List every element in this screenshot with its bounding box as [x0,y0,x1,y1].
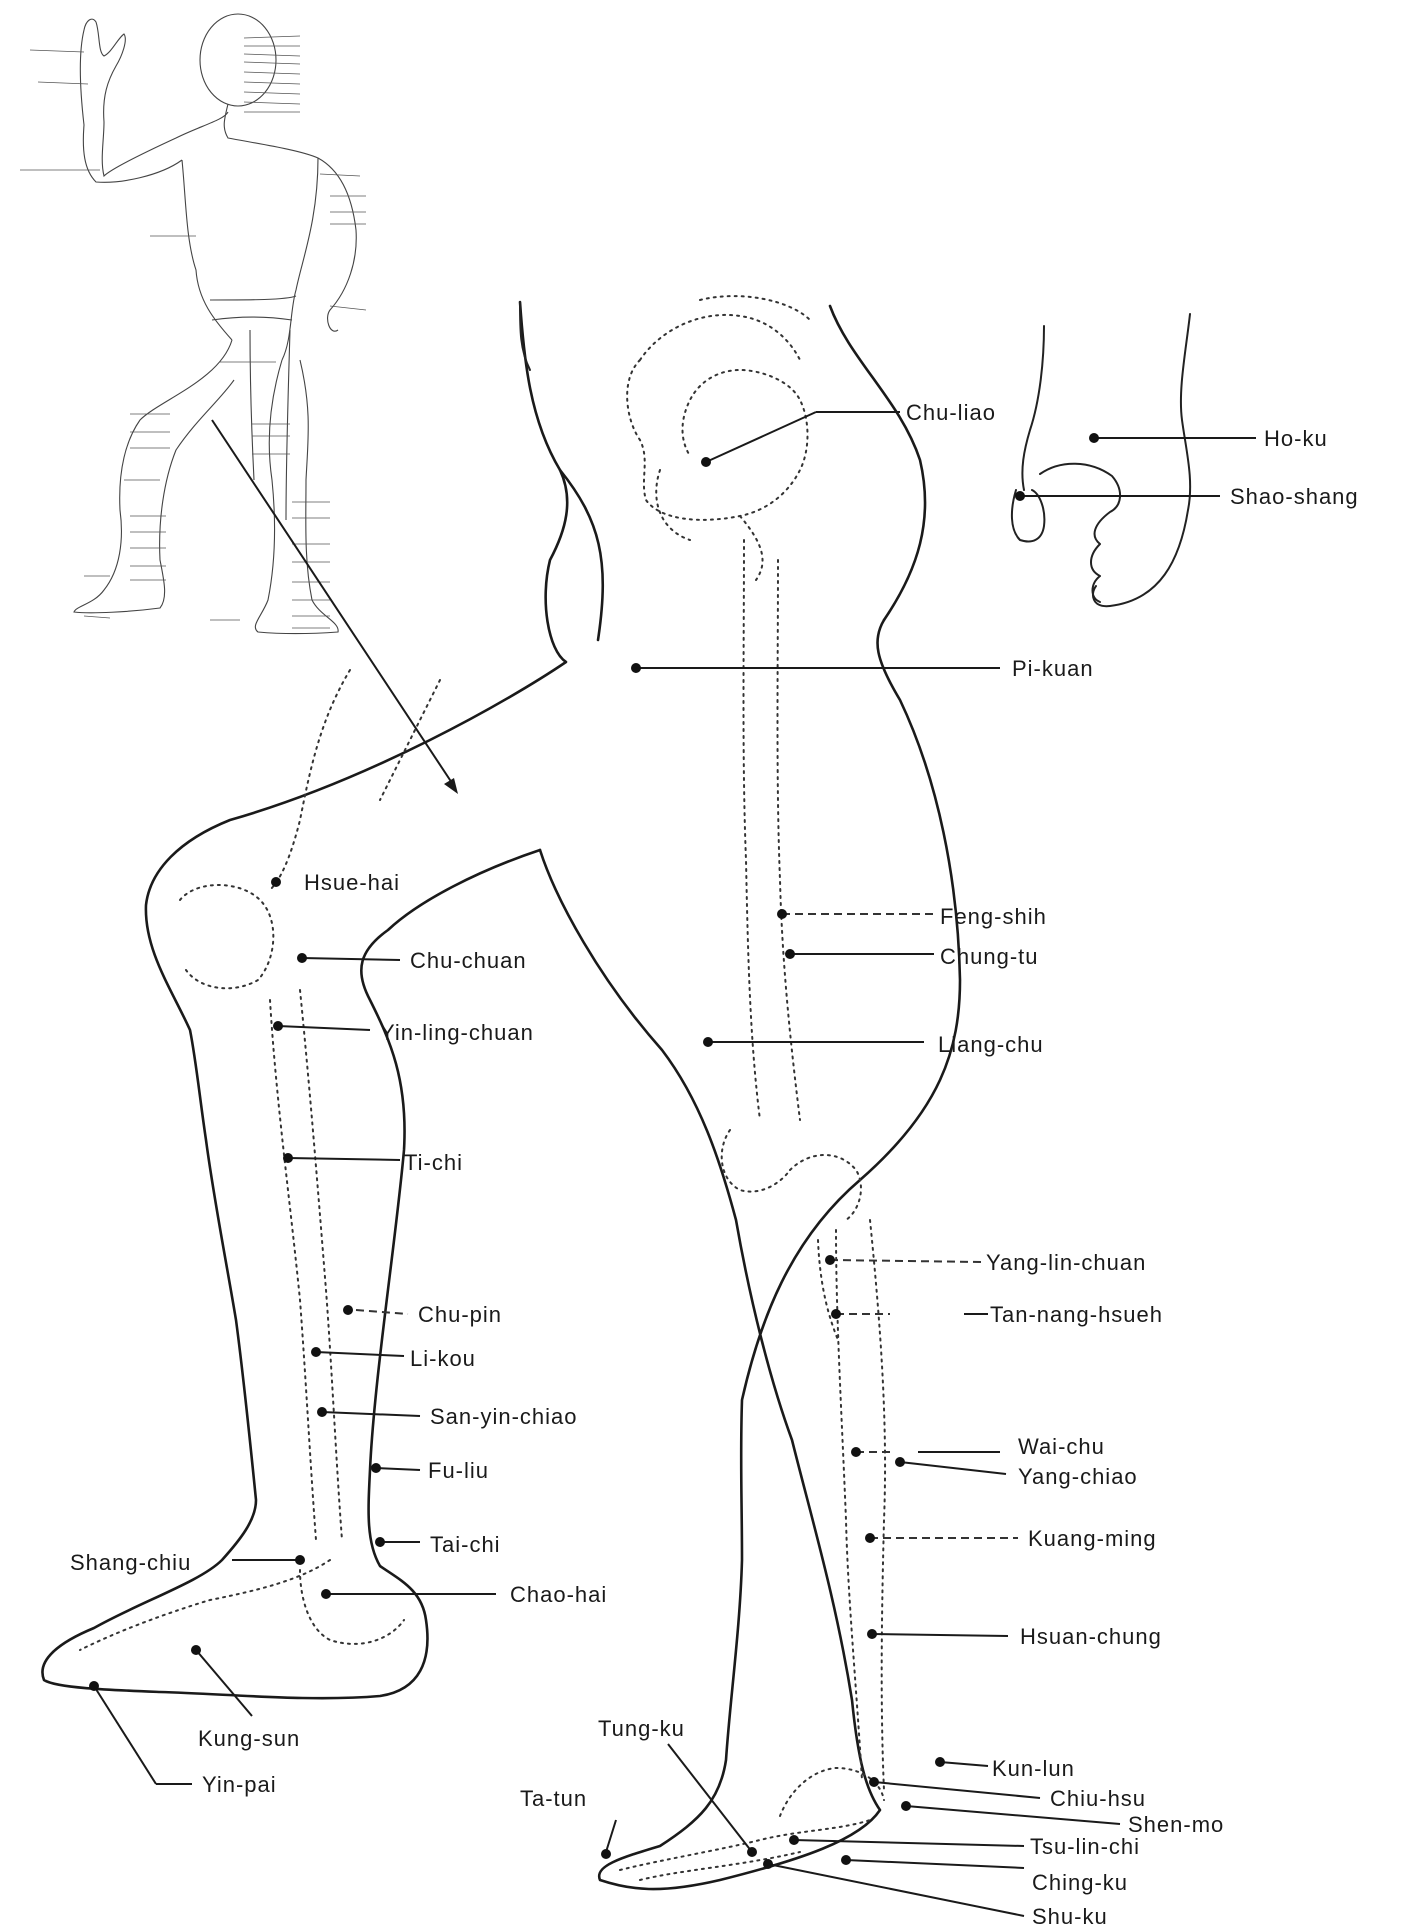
point-yang-chiao: Yang-chiao [895,1457,1138,1489]
point-tai-chi: Tai-chi [375,1532,501,1557]
label-chu-chuan: Chu-chuan [410,948,527,973]
label-chu-liao: Chu-liao [906,400,996,425]
point-ho-ku: Ho-ku [1089,426,1328,451]
point-ta-tun: Ta-tun [520,1786,616,1859]
label-tan-nang-hsueh: Tan-nang-hsueh [990,1302,1163,1327]
point-shang-chiu: Shang-chiu [70,1550,305,1575]
point-ching-ku: Ching-ku [841,1855,1128,1895]
label-shen-mo: Shen-mo [1128,1812,1224,1837]
label-shao-shang: Shao-shang [1230,484,1359,509]
label-tung-ku: Tung-ku [598,1716,685,1741]
label-ti-chi: Ti-chi [404,1150,463,1175]
label-ta-tun: Ta-tun [520,1786,587,1811]
body-thumbnail [20,14,366,634]
label-ching-ku: Ching-ku [1032,1870,1128,1895]
pointer-arrow [212,420,458,794]
label-kung-sun: Kung-sun [198,1726,300,1751]
label-chiu-hsu: Chiu-hsu [1050,1786,1146,1811]
points-layer: Chu-liao Ho-ku Shao-shang Pi-kuan Hsue-h… [70,400,1359,1929]
point-chu-pin: Chu-pin [343,1302,502,1327]
point-chu-chuan: Chu-chuan [297,948,527,973]
label-wai-chu: Wai-chu [1018,1434,1105,1459]
point-li-kou: Li-kou [311,1346,476,1371]
point-kun-lun: Kun-lun [935,1756,1075,1781]
point-chung-tu: Chung-tu [785,944,1039,969]
label-chao-hai: Chao-hai [510,1582,607,1607]
label-kun-lun: Kun-lun [992,1756,1075,1781]
label-chu-pin: Chu-pin [418,1302,502,1327]
label-hsue-hai: Hsue-hai [304,870,400,895]
point-hsue-hai: Hsue-hai [271,870,400,895]
point-san-yin-chiao: San-yin-chiao [317,1404,578,1429]
label-li-kou: Li-kou [410,1346,476,1371]
point-hsuan-chung: Hsuan-chung [867,1624,1162,1649]
label-ho-ku: Ho-ku [1264,426,1328,451]
label-yin-ling-chuan: Yin-ling-chuan [380,1020,534,1045]
point-yin-ling-chuan: Yin-ling-chuan [273,1020,534,1045]
point-tung-ku: Tung-ku [598,1716,757,1857]
label-yin-pai: Yin-pai [202,1772,277,1797]
label-liang-chu: Liang-chu [938,1032,1044,1057]
label-tai-chi: Tai-chi [430,1532,501,1557]
label-kuang-ming: Kuang-ming [1028,1526,1157,1551]
point-tsu-lin-chi: Tsu-lin-chi [789,1834,1140,1859]
label-fu-liu: Fu-liu [428,1458,489,1483]
label-hsuan-chung: Hsuan-chung [1020,1624,1162,1649]
point-wai-chu: Wai-chu [851,1434,1105,1459]
point-fu-liu: Fu-liu [371,1458,489,1483]
point-pi-kuan: Pi-kuan [631,656,1094,681]
point-feng-shih: Feng-shih [777,904,1047,929]
label-chung-tu: Chung-tu [940,944,1039,969]
point-ti-chi: Ti-chi [283,1150,463,1175]
label-shu-ku: Shu-ku [1032,1904,1108,1929]
point-chu-liao: Chu-liao [701,400,996,467]
point-tan-nang-hsueh: Tan-nang-hsueh [831,1302,1163,1327]
point-chao-hai: Chao-hai [321,1582,607,1607]
point-kuang-ming: Kuang-ming [865,1526,1157,1551]
label-yang-lin-chuan: Yang-lin-chuan [986,1250,1146,1275]
label-feng-shih: Feng-shih [940,904,1047,929]
label-yang-chiao: Yang-chiao [1018,1464,1138,1489]
label-san-yin-chiao: San-yin-chiao [430,1404,578,1429]
label-shang-chiu: Shang-chiu [70,1550,191,1575]
leg-outlines [42,296,1190,1889]
point-shao-shang: Shao-shang [1015,484,1359,509]
label-tsu-lin-chi: Tsu-lin-chi [1030,1834,1140,1859]
label-pi-kuan: Pi-kuan [1012,656,1094,681]
